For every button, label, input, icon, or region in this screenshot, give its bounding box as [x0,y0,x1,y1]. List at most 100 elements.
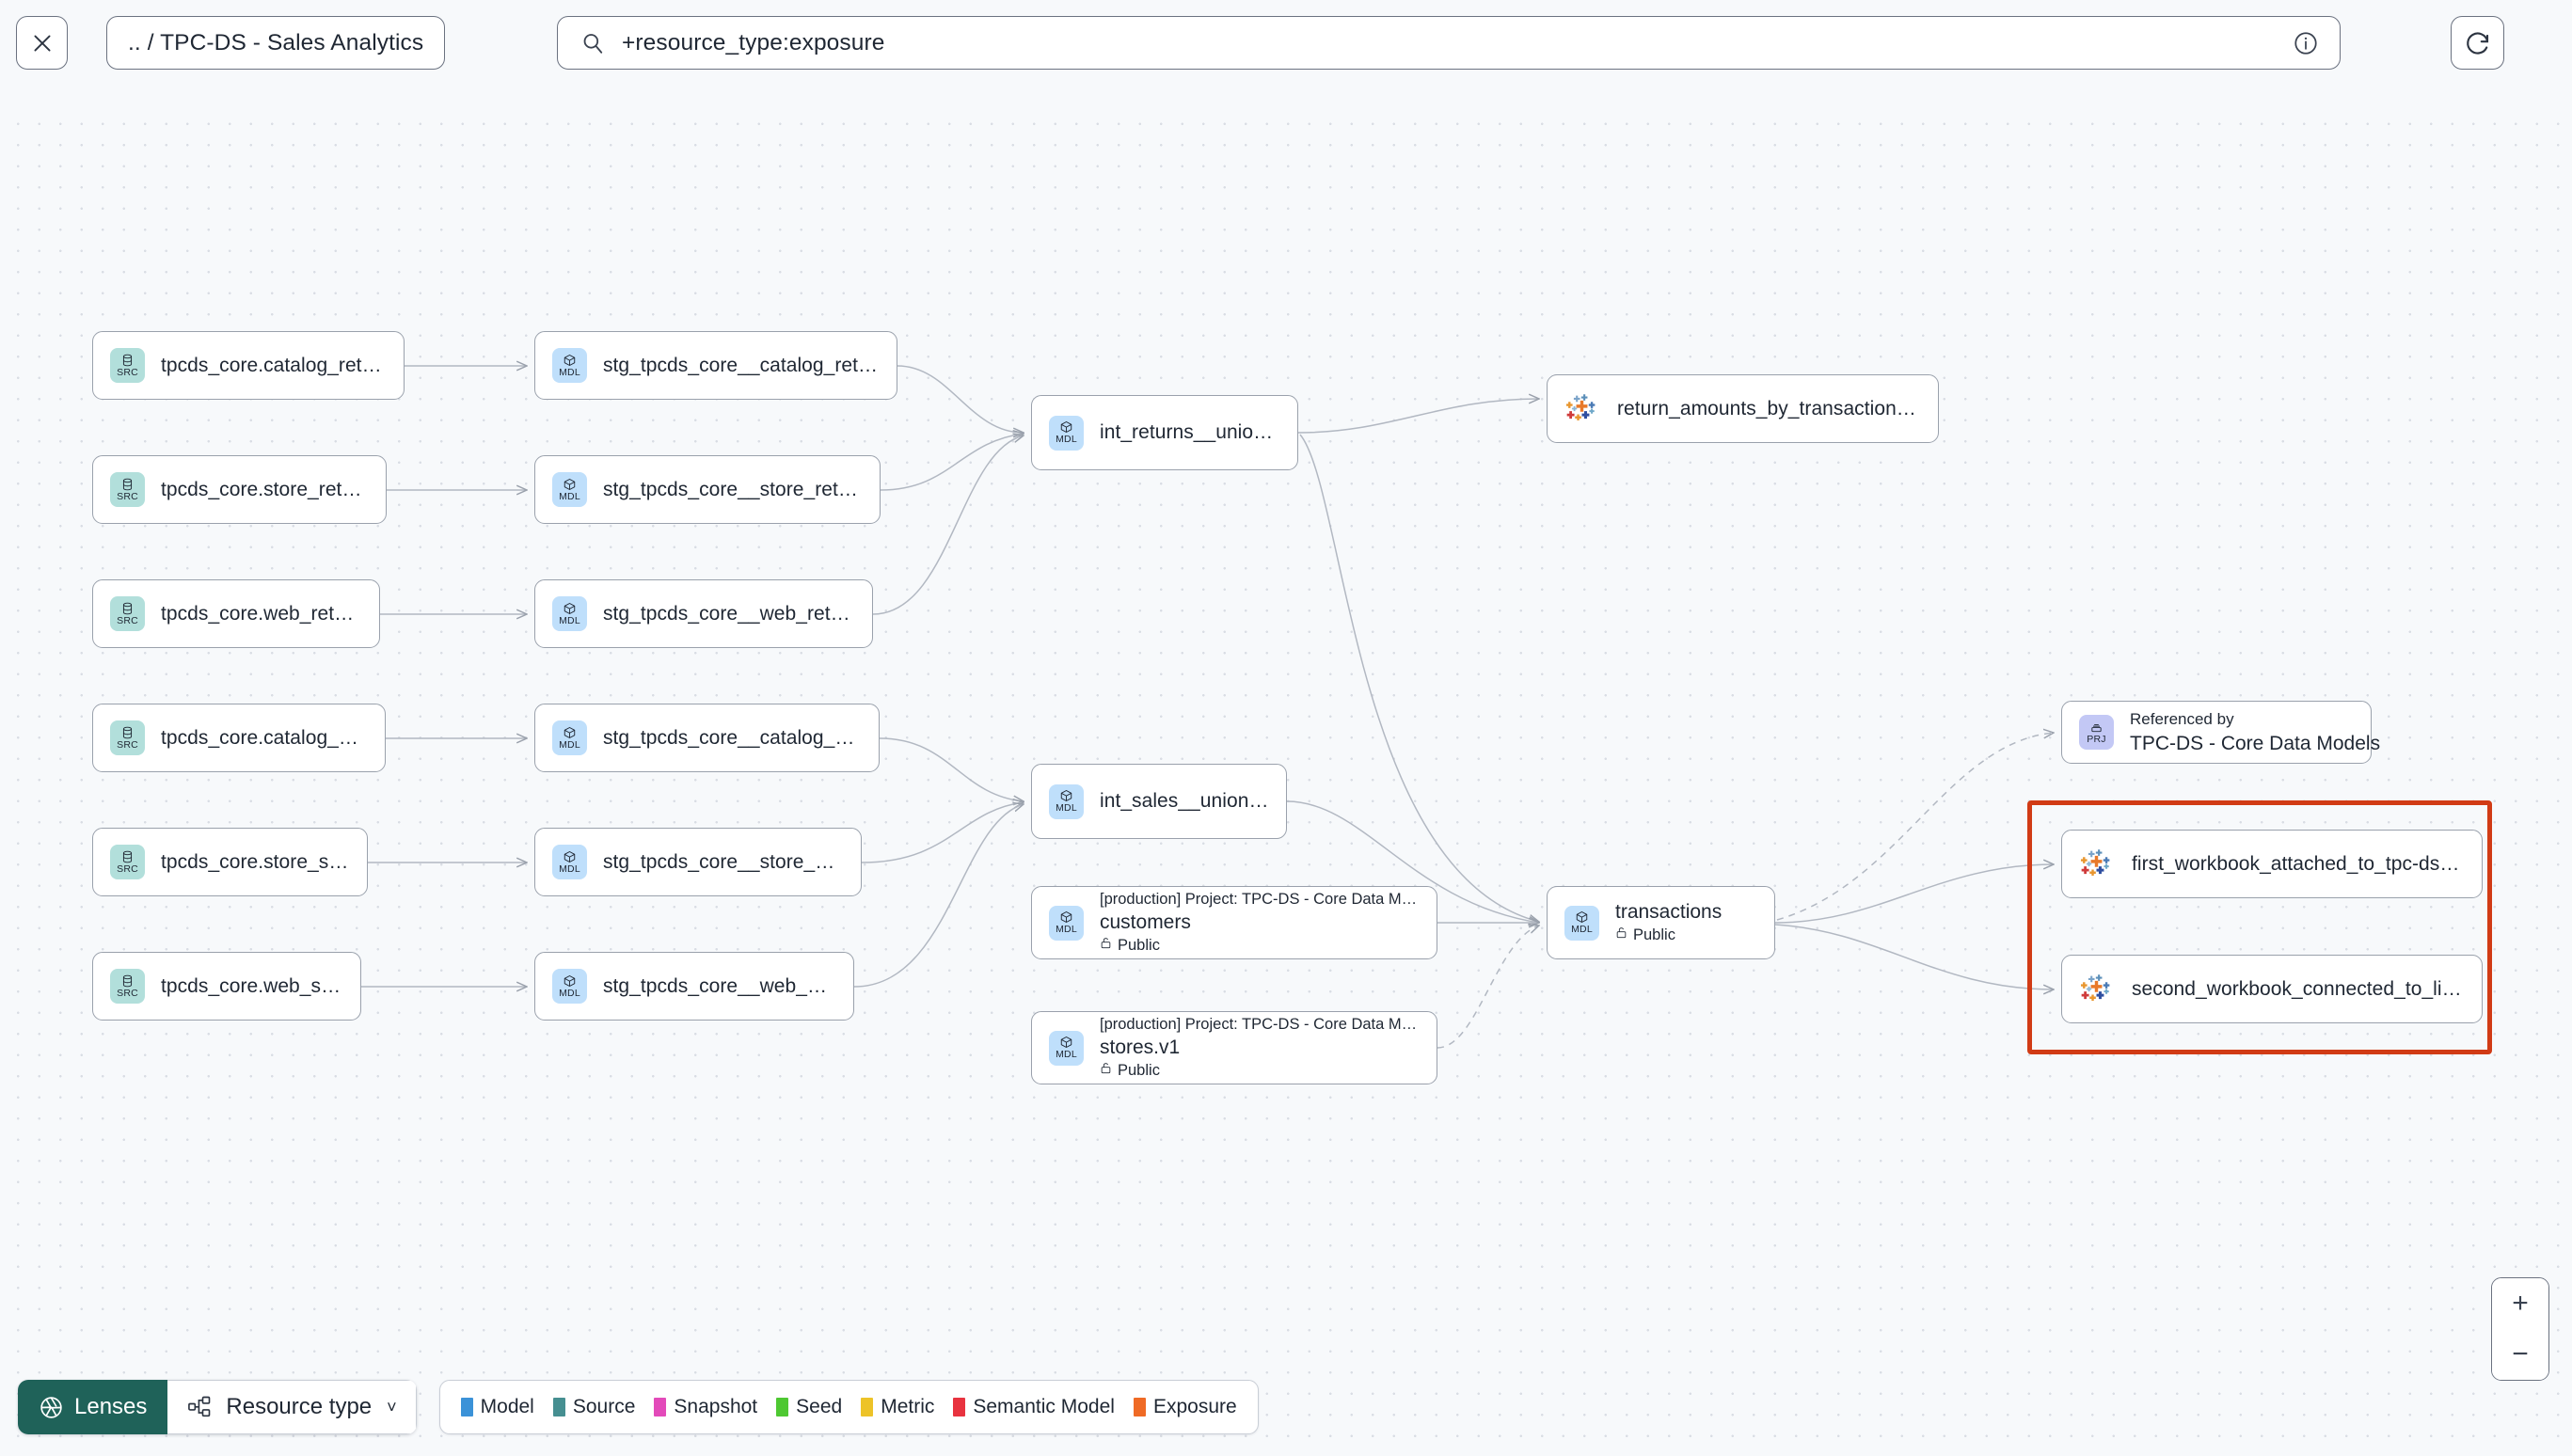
src-badge: SRC [110,720,145,755]
mdl-badge: MDL [1564,905,1599,941]
badge-label: SRC [117,366,138,378]
graph-node-int-sales-unioned[interactable]: MDL int_sales__unioned [1031,764,1287,839]
nodes-icon [188,1396,211,1417]
graph-node-src-catalog-returns[interactable]: SRC tpcds_core.catalog_returns [92,331,405,400]
mdl-badge: MDL [1049,783,1084,819]
model-cube-icon [563,850,577,863]
src-badge: SRC [110,348,145,383]
zoom-out-button[interactable]: − [2492,1329,2548,1380]
tableau-icon [1565,394,1596,421]
node-label: tpcds_core.catalog_sales [161,726,368,749]
unlock-icon [1100,1060,1112,1082]
src-badge: SRC [110,845,145,879]
breadcrumb-label: .. / TPC-DS - Sales Analytics [128,29,424,55]
lenses-button[interactable]: Lenses [18,1380,168,1434]
node-access-label: Public [1118,937,1160,954]
node-access-label: Public [1633,926,1675,943]
legend-label: Semantic Model [973,1396,1115,1417]
graph-node-src-catalog-sales[interactable]: SRC tpcds_core.catalog_sales [92,704,386,772]
legend-item-seed[interactable]: Seed [776,1396,842,1418]
model-cube-icon [1059,420,1073,434]
badge-label: MDL [559,614,580,626]
badge-label: MDL [559,987,580,999]
lens-control-group: Lenses Resource type ˅ [18,1380,417,1434]
badge-label: MDL [559,366,580,378]
src-badge: SRC [110,596,145,631]
graph-node-stg-catalog-returns[interactable]: MDL stg_tpcds_core__catalog_returns [534,331,897,400]
node-project-label: [production] Project: TPC-DS - Core Data… [1100,1016,1420,1033]
graph-node-src-web-returns[interactable]: SRC tpcds_core.web_returns [92,579,380,648]
breadcrumb[interactable]: .. / TPC-DS - Sales Analytics [106,16,446,70]
legend: Model Source Snapshot Seed Metric Semant… [438,1380,1259,1434]
aperture-icon [40,1396,62,1418]
graph-node-transactions[interactable]: MDL transactions Public [1547,886,1775,959]
mdl-badge: MDL [552,845,587,879]
graph-node-src-web-sales[interactable]: SRC tpcds_core.web_sales [92,952,361,1021]
legend-label: Metric [881,1396,935,1417]
graph-node-stg-web-sales[interactable]: MDL stg_tpcds_core__web_sales [534,952,854,1021]
node-access-label: Public [1118,1062,1160,1079]
node-label: int_sales__unioned [1100,790,1269,812]
database-icon [120,602,135,615]
graph-node-stg-store-sales[interactable]: MDL stg_tpcds_core__store_sales [534,828,862,896]
mdl-badge: MDL [1049,1030,1084,1066]
refresh-button[interactable] [2451,16,2504,70]
search-input[interactable] [622,29,2293,56]
graph-node-stores-v1[interactable]: MDL [production] Project: TPC-DS - Core … [1031,1011,1437,1084]
legend-swatch [953,1398,966,1416]
database-icon [120,850,135,863]
node-label: stg_tpcds_core__store_sales [603,850,844,873]
src-badge: SRC [110,472,145,507]
node-name: transactions [1615,900,1723,923]
graph-node-stg-store-returns[interactable]: MDL stg_tpcds_core__store_returns [534,455,881,524]
mdl-badge: MDL [1049,415,1084,451]
graph-node-first-workbook[interactable]: first_workbook_attached_to_tpc-ds_-_… [2061,830,2483,898]
legend-item-model[interactable]: Model [460,1396,534,1418]
legend-swatch [654,1398,667,1416]
badge-label: PRJ [2087,733,2106,745]
legend-item-source[interactable]: Source [552,1396,636,1418]
resource-type-dropdown[interactable]: Resource type ˅ [167,1380,417,1434]
node-label: tpcds_core.web_sales [161,974,343,997]
legend-label: Source [572,1396,636,1417]
graph-node-customers[interactable]: MDL [production] Project: TPC-DS - Core … [1031,886,1437,959]
legend-label: Snapshot [674,1396,758,1417]
project-icon [2089,720,2104,734]
database-icon [120,354,135,367]
node-name: stores.v1 [1100,1037,1181,1058]
legend-swatch [460,1398,473,1416]
badge-label: MDL [1056,802,1077,814]
node-label: stg_tpcds_core__web_returns [603,602,855,625]
graph-node-stg-web-returns[interactable]: MDL stg_tpcds_core__web_returns [534,579,873,648]
node-label: tpcds_core.store_returns [161,478,369,500]
zoom-in-button[interactable]: + [2492,1278,2548,1329]
node-label: stg_tpcds_core__catalog_returns [603,354,880,376]
model-cube-icon [563,478,577,491]
graph-node-int-returns-unioned[interactable]: MDL int_returns__unioned [1031,395,1298,470]
node-label: stg_tpcds_core__store_returns [603,478,863,500]
legend-item-exposure[interactable]: Exposure [1133,1396,1237,1418]
legend-label: Model [480,1396,534,1417]
close-button[interactable] [16,16,68,70]
referenced-by-project-name: TPC-DS - Core Data Models [2130,733,2381,754]
graph-node-stg-catalog-sales[interactable]: MDL stg_tpcds_core__catalog_sales [534,704,880,772]
graph-node-src-store-returns[interactable]: SRC tpcds_core.store_returns [92,455,387,524]
legend-item-metric[interactable]: Metric [861,1396,934,1418]
badge-label: MDL [1056,924,1077,935]
tableau-icon [2080,974,2110,1002]
model-cube-icon [1059,910,1073,924]
graph-node-return-amounts[interactable]: return_amounts_by_transaction_type [1547,374,1939,443]
graph-node-referenced-by-project[interactable]: PRJ Referenced by TPC-DS - Core Data Mod… [2061,701,2380,764]
badge-label: SRC [117,863,138,875]
search-bar[interactable] [557,16,2341,70]
graph-node-second-workbook[interactable]: second_workbook_connected_to_live… [2061,955,2483,1023]
info-icon[interactable] [2293,30,2319,56]
zoom-controls: + − [2491,1277,2549,1381]
legend-item-snapshot[interactable]: Snapshot [654,1396,757,1418]
legend-item-semantic-model[interactable]: Semantic Model [953,1396,1115,1418]
node-label: int_returns__unioned [1100,421,1280,443]
bottom-toolbar: Lenses Resource type ˅ Model Source Sna [18,1380,1259,1434]
graph-node-src-store-sales[interactable]: SRC tpcds_core.store_sales [92,828,368,896]
